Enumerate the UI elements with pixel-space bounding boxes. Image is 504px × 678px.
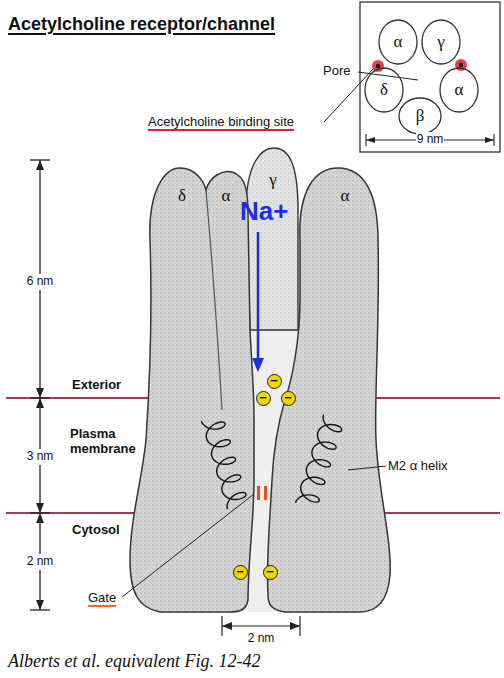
stipple <box>130 168 254 612</box>
leader-line <box>348 466 386 470</box>
gate-label: Gate <box>88 591 116 606</box>
left-subunits <box>130 168 254 612</box>
subunit-ellipse: α <box>378 19 418 65</box>
ion-arrow <box>257 232 260 360</box>
subunit-ellipse: δ <box>364 67 404 113</box>
dimension-label: 2 nm <box>26 554 55 570</box>
charge-sign: − <box>263 565 278 580</box>
charge-sign: − <box>233 565 248 580</box>
subunit-divider <box>206 190 222 410</box>
subunit-ellipse: α <box>439 67 479 113</box>
dimension-label: 2 nm <box>247 631 276 647</box>
pore-label: Pore <box>322 64 351 79</box>
subunit-letter: α <box>455 81 464 100</box>
subunit-ellipse: β <box>398 97 442 135</box>
helix-label: M2 α helix <box>388 459 448 474</box>
subunit-label: δ <box>178 186 186 206</box>
right-subunit <box>267 168 390 612</box>
m2-helices <box>202 415 342 509</box>
subunit-label: γ <box>269 170 277 190</box>
binding-site <box>372 60 384 72</box>
dimension-arrowhead <box>485 137 494 143</box>
dimension-arrowhead <box>366 137 375 143</box>
subunit-ellipse: γ <box>421 19 461 65</box>
inset-frame <box>360 2 500 152</box>
figure-caption: Alberts et al. equivalent Fig. 12-42 <box>8 651 260 672</box>
stipple <box>267 168 390 612</box>
ion-arrowhead <box>252 358 264 372</box>
subunit-letter: γ <box>437 33 445 52</box>
subunit-letter: β <box>416 107 425 126</box>
dimension-arrowhead <box>290 622 300 630</box>
subunit-letter: δ <box>380 81 388 100</box>
title-text: Acetylcholine receptor/channel <box>8 14 275 35</box>
region-label: Cytosol <box>72 523 120 538</box>
alpha-helix <box>202 421 247 509</box>
charge-sign: − <box>281 391 296 406</box>
dimension-label: 9 nm <box>416 132 445 148</box>
ion-label: Na+ <box>240 197 288 227</box>
dimension-label: 3 nm <box>26 449 55 465</box>
binding-site-label: Acetylcholine binding site <box>148 115 294 130</box>
gate-bar <box>264 486 267 500</box>
binding-site-core <box>459 63 463 67</box>
region-label: Exterior <box>72 378 121 393</box>
dimension-arrowhead <box>222 622 232 630</box>
subunit-label: α <box>222 186 231 206</box>
charge-sign: − <box>267 374 282 389</box>
leader-line <box>122 494 254 597</box>
dimension-arrowheads <box>36 160 44 610</box>
gate-bar <box>257 486 260 500</box>
dimension-line <box>30 160 50 610</box>
stipple <box>246 148 298 330</box>
subunit-label: α <box>341 186 350 206</box>
binding-site-core <box>376 64 380 68</box>
gamma-subunit <box>246 148 298 330</box>
dimension-label: 6 nm <box>26 274 55 290</box>
charge-sign: − <box>256 391 271 406</box>
alpha-helix <box>296 415 342 503</box>
region-label: Plasma membrane <box>70 427 140 457</box>
subunit-letter: α <box>394 33 403 52</box>
